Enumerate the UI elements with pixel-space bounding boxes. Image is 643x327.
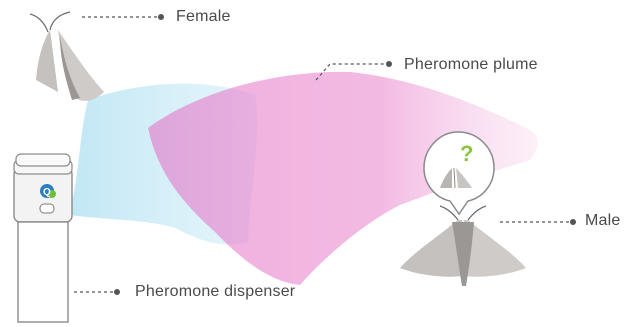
plume-callout-dot [386, 61, 392, 67]
svg-text:Q: Q [43, 187, 51, 198]
female-callout-dot [158, 14, 164, 20]
male-callout-dot [570, 219, 576, 225]
pheromone-dispenser-label: Pheromone dispenser [135, 283, 295, 301]
dispenser-icon [14, 154, 72, 322]
female-label: Female [176, 8, 231, 26]
male-moth-icon [400, 206, 526, 286]
question-mark-icon: ? [460, 141, 473, 166]
pheromone-plume-label: Pheromone plume [404, 56, 538, 74]
dispenser-callout-dot [114, 289, 120, 295]
male-label: Male [585, 212, 620, 230]
female-moth-icon [30, 12, 104, 101]
